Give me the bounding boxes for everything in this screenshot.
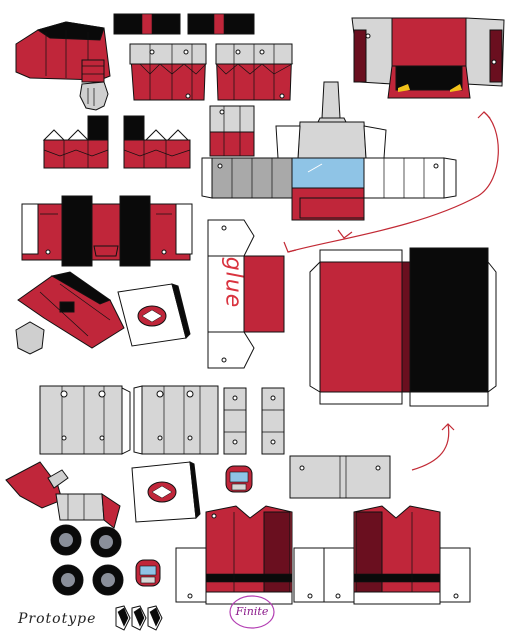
- wheel-icon-1: [50, 524, 82, 556]
- head-icon-2: [135, 559, 161, 587]
- truck-front-piece: [351, 17, 505, 99]
- foot-piece-left: [42, 115, 109, 169]
- arm-piece-bottom-left: [5, 461, 121, 529]
- arm-piece-top-left: [15, 21, 111, 83]
- torso-wide-piece: [21, 195, 193, 267]
- cab-long-strip: [201, 157, 457, 221]
- prototype-note: Prototype: [18, 611, 97, 627]
- big-box-piece: [309, 247, 497, 407]
- wheel-icon-3: [52, 564, 84, 596]
- signature-text: Finite: [235, 605, 269, 618]
- glue-tab-piece: [207, 219, 285, 369]
- glue-label: glue: [220, 256, 246, 309]
- hand-icon: [79, 81, 109, 111]
- assembly-arrow-2: [283, 229, 353, 253]
- foot-piece-right: [123, 115, 191, 169]
- emblem-panel-top: [117, 283, 191, 347]
- leg-piece-right: [215, 43, 294, 101]
- wheel-icon-4: [92, 564, 124, 596]
- grey-panel-mid: [133, 385, 219, 455]
- top-strip-left: [113, 13, 181, 35]
- grey-panel-wide-right: [289, 455, 391, 499]
- lower-body-right: [323, 505, 471, 605]
- leg-piece-left: [129, 43, 207, 101]
- arm-piece-mid-left: [17, 271, 125, 349]
- assembly-arrow-1: [287, 111, 499, 253]
- top-strip-right: [187, 13, 255, 35]
- hand-icon-2: [15, 321, 45, 355]
- cab-top-piece: [275, 81, 387, 159]
- grey-panel-narrow-1: [223, 387, 247, 455]
- fist-pieces: [115, 605, 163, 631]
- signature-mark: [229, 595, 275, 629]
- head-icon-1: [225, 465, 253, 493]
- lower-body-left: [175, 505, 325, 605]
- chest-piece-small: [209, 105, 255, 157]
- emblem-panel-bottom: [131, 461, 201, 523]
- wheel-icon-2: [90, 526, 122, 558]
- grey-panel-left: [39, 385, 131, 455]
- grey-panel-narrow-2: [261, 387, 285, 455]
- assembly-arrow-3: [411, 423, 455, 471]
